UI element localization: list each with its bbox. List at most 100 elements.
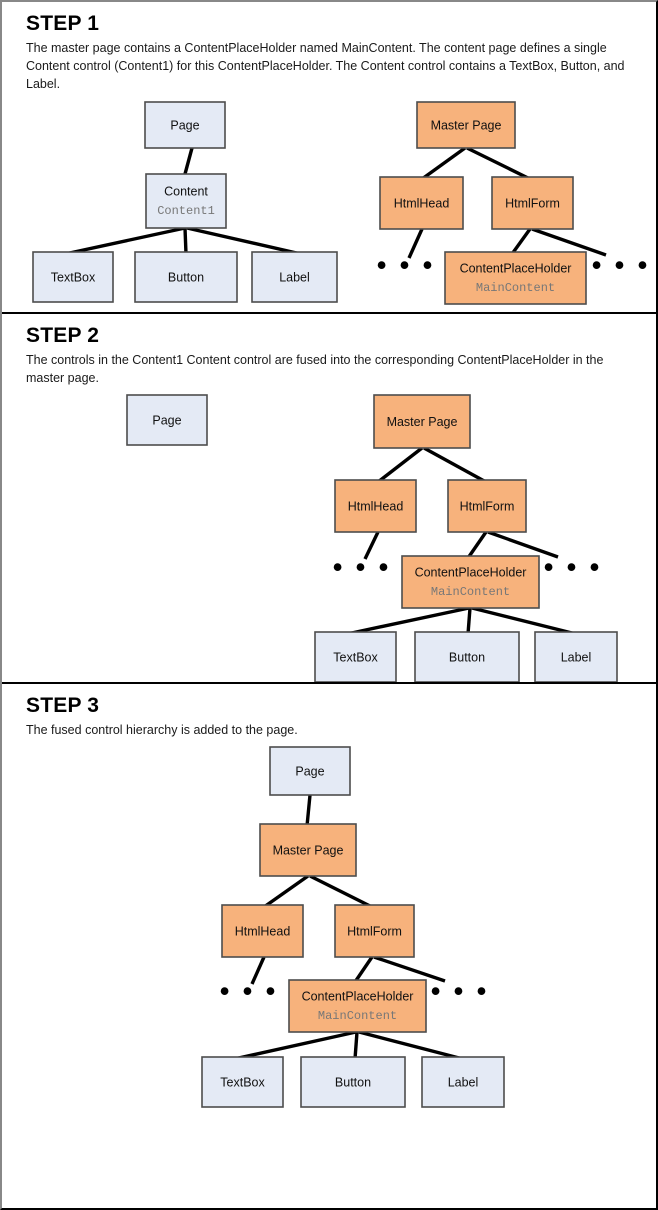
node-label: TextBox	[220, 1075, 265, 1089]
edge-contentplaceholder-to-button	[353, 1032, 359, 1060]
node-box	[201, 1056, 284, 1108]
edge-htmlform-to-dots-right	[373, 955, 446, 983]
node-htmlform[interactable]: HtmlForm	[447, 479, 527, 533]
node-label: TextBox	[333, 650, 378, 664]
node-subtitle: MainContent	[476, 281, 555, 295]
edge-content-to-label	[186, 225, 302, 256]
node-textbox[interactable]: TextBox	[314, 631, 397, 682]
node-label: HtmlHead	[235, 924, 291, 938]
node-button[interactable]: Button	[414, 631, 520, 682]
node-label: Button	[168, 270, 204, 284]
node-box	[126, 394, 208, 446]
node-box	[416, 100, 516, 149]
node-page[interactable]: Page	[269, 746, 351, 796]
node-page[interactable]: Page	[144, 100, 226, 149]
node-label[interactable]: Label	[421, 1056, 505, 1108]
edge-contentplaceholder-to-label	[471, 606, 577, 636]
step-title: STEP 2	[26, 323, 100, 347]
node-box	[373, 394, 471, 449]
node-box	[491, 175, 574, 230]
node-label: Page	[170, 118, 199, 132]
ellipsis-right-icon: • • •	[431, 976, 489, 1006]
edge-htmlhead-to-dots-left	[363, 531, 380, 560]
edge-contentplaceholder-to-label	[358, 1030, 464, 1061]
node-box	[379, 175, 464, 230]
edge-htmlform-to-contentplaceholder	[466, 530, 488, 559]
step-description: The controls in the Content1 Content con…	[26, 352, 604, 385]
node-master-page[interactable]: Master Page	[259, 823, 357, 877]
node-label: ContentPlaceHolder	[460, 261, 572, 275]
node-label: HtmlForm	[505, 196, 560, 210]
edge-master-page-to-htmlhead	[376, 446, 424, 484]
ellipsis-left-icon: • • •	[333, 552, 391, 582]
node-box	[334, 479, 417, 533]
node-box	[447, 479, 527, 533]
edge-contentplaceholder-to-textbox	[346, 606, 470, 636]
edge-master-page-to-htmlform	[466, 145, 531, 181]
edge-htmlhead-to-dots-left	[407, 227, 424, 259]
node-box	[32, 250, 114, 303]
node-label: Label	[561, 650, 592, 664]
node-box	[421, 1056, 505, 1108]
step-description: The fused control hierarchy is added to …	[26, 723, 298, 738]
node-box	[269, 746, 351, 796]
node-label[interactable]: Label	[534, 631, 618, 682]
node-box	[134, 250, 238, 303]
ellipsis-left-icon: • • •	[377, 250, 435, 280]
node-label: Button	[449, 650, 485, 664]
node-label: HtmlForm	[460, 499, 515, 513]
node-box	[444, 250, 587, 305]
node-label: Master Page	[387, 415, 458, 429]
node-box	[259, 823, 357, 877]
node-htmlform[interactable]: HtmlForm	[491, 175, 574, 230]
ellipsis-right-icon: • • •	[592, 250, 650, 280]
step-title: STEP 1	[26, 12, 100, 35]
edge-content-to-button	[183, 227, 188, 254]
ellipsis-right-icon: • • •	[544, 552, 602, 582]
edge-master-page-to-htmlform	[423, 446, 487, 484]
node-htmlhead[interactable]: HtmlHead	[334, 479, 417, 533]
section-step-1: STEP 1 The master page contains a Content…	[2, 2, 656, 312]
edge-page-to-master-page	[305, 795, 312, 827]
edge-master-page-to-htmlhead	[421, 146, 466, 180]
node-box	[314, 631, 397, 682]
node-button[interactable]: Button	[134, 250, 238, 303]
node-htmlform[interactable]: HtmlForm	[334, 904, 415, 958]
node-label: Master Page	[273, 843, 344, 857]
edge-master-page-to-htmlhead	[263, 874, 309, 909]
edge-contentplaceholder-to-textbox	[233, 1030, 357, 1061]
step-description: The master page contains a ContentPlaceH…	[26, 41, 625, 92]
node-textbox[interactable]: TextBox	[201, 1056, 284, 1108]
node-page[interactable]: Page	[126, 394, 208, 446]
node-label: Label	[279, 270, 310, 284]
node-label: HtmlHead	[348, 499, 404, 513]
node-box	[534, 631, 618, 682]
node-label: Page	[295, 764, 324, 778]
node-master-page[interactable]: Master Page	[373, 394, 471, 449]
node-master-page[interactable]: Master Page	[416, 100, 516, 149]
node-htmlhead[interactable]: HtmlHead	[221, 904, 304, 958]
node-box	[288, 979, 427, 1033]
edge-htmlform-to-contentplaceholder	[510, 227, 532, 255]
node-box	[334, 904, 415, 958]
node-subtitle: Content1	[157, 204, 215, 218]
node-label[interactable]: Label	[251, 250, 338, 303]
node-textbox[interactable]: TextBox	[32, 250, 114, 303]
node-button[interactable]: Button	[300, 1056, 406, 1108]
edge-htmlform-to-dots-right	[487, 530, 559, 559]
edge-htmlform-to-dots-right	[531, 226, 607, 257]
node-htmlhead[interactable]: HtmlHead	[379, 175, 464, 230]
edge-htmlhead-to-dots-left	[250, 956, 266, 985]
node-subtitle: MainContent	[431, 585, 510, 599]
node-label: HtmlForm	[347, 924, 402, 938]
node-box	[300, 1056, 406, 1108]
